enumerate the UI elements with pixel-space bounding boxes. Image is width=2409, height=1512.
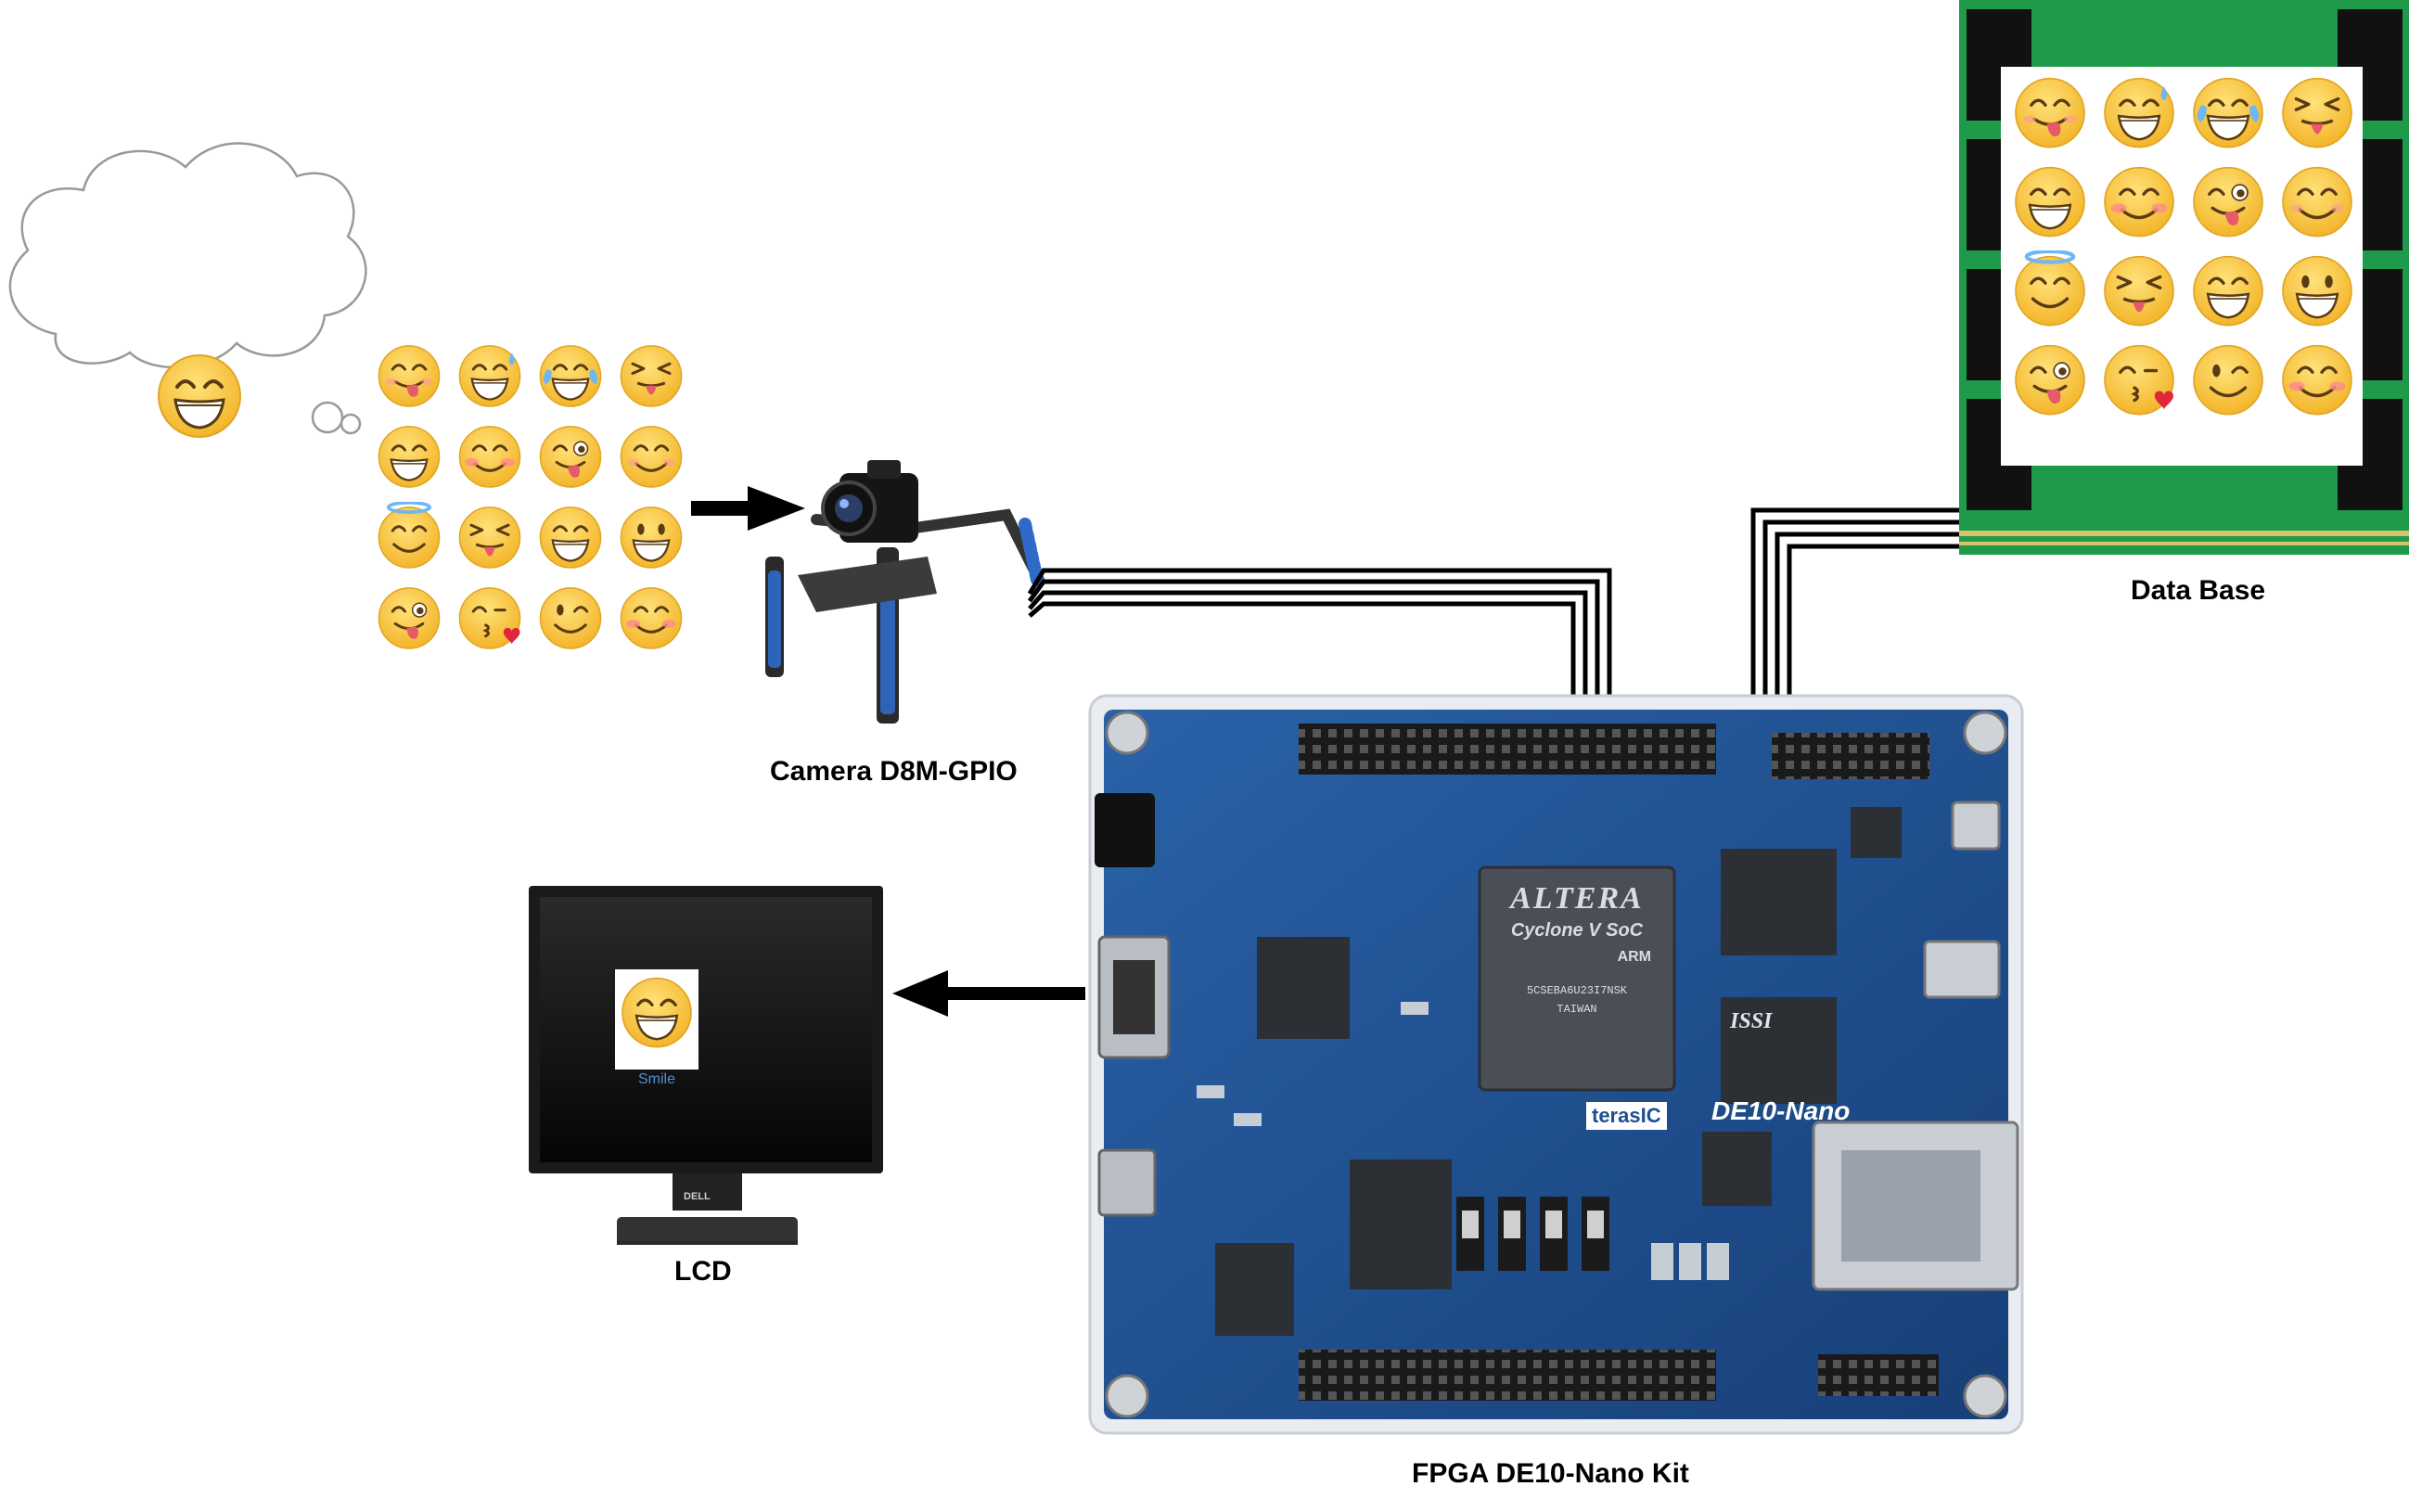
chip-part: 5CSEBA6U23I7NSK bbox=[1526, 984, 1628, 997]
wink-emoji-icon bbox=[2184, 334, 2273, 423]
kiss-heart-emoji-icon bbox=[449, 576, 530, 657]
yum-emoji-icon bbox=[2005, 67, 2095, 156]
blush-emoji-icon bbox=[610, 576, 691, 657]
wink-tongue-emoji-icon bbox=[2005, 334, 2095, 423]
joy-emoji-icon bbox=[530, 334, 610, 415]
squint-tongue-emoji-icon bbox=[610, 334, 691, 415]
smiley-emoji-icon bbox=[610, 495, 691, 576]
grin-emoji-icon bbox=[530, 495, 610, 576]
joy-emoji-icon bbox=[2184, 67, 2273, 156]
blush-emoji-icon bbox=[2095, 156, 2184, 245]
fpga-label: FPGA DE10-Nano Kit bbox=[1412, 1458, 1689, 1489]
monitor-brand: DELL bbox=[684, 1191, 711, 1202]
smiley-emoji-icon bbox=[2273, 245, 2362, 334]
hdmi-arrow bbox=[892, 970, 1085, 1017]
board-brand: terasIC bbox=[1586, 1102, 1667, 1130]
chip-arm: ARM bbox=[1617, 949, 1651, 965]
chip-brand: ALTERA bbox=[1510, 881, 1644, 916]
grin-emoji-icon bbox=[2005, 156, 2095, 245]
sweat-smile-emoji-icon bbox=[2095, 67, 2184, 156]
innocent-emoji-icon bbox=[368, 495, 449, 576]
thought-emoji-icon bbox=[153, 348, 246, 445]
wink-tongue-emoji-icon bbox=[530, 415, 610, 495]
sweat-smile-emoji-icon bbox=[449, 334, 530, 415]
camera-rig bbox=[765, 460, 1044, 724]
chip-family: Cyclone V SoC bbox=[1510, 920, 1644, 941]
lcd-emoji-icon bbox=[618, 972, 696, 1055]
smile-emoji-icon bbox=[2273, 156, 2362, 245]
squint-tongue-emoji-icon bbox=[2095, 245, 2184, 334]
ram-brand: ISSI bbox=[1730, 1009, 1773, 1033]
database-emoji-grid bbox=[2005, 67, 2362, 423]
database-label: Data Base bbox=[2131, 575, 2266, 606]
lcd-label: LCD bbox=[674, 1256, 732, 1287]
squint-tongue-emoji-icon bbox=[2273, 67, 2362, 156]
blush-emoji-icon bbox=[449, 415, 530, 495]
grin-emoji-icon bbox=[368, 415, 449, 495]
kiss-heart-emoji-icon bbox=[2095, 334, 2184, 423]
hdmi-label: HDMI bbox=[955, 975, 992, 991]
board-model: DE10-Nano bbox=[1711, 1096, 1851, 1125]
wink-tongue-emoji-icon bbox=[368, 576, 449, 657]
camera-label: Camera D8M-GPIO bbox=[770, 756, 1018, 787]
chip-country: TAIWAN bbox=[1557, 1003, 1597, 1016]
wink-emoji-icon bbox=[530, 576, 610, 657]
fpga-board bbox=[1088, 694, 2024, 1435]
innocent-emoji-icon bbox=[2005, 245, 2095, 334]
grin-emoji-icon bbox=[2184, 245, 2273, 334]
input-arrow bbox=[691, 486, 805, 531]
fpga-chip-labels: ALTERA Cyclone V SoC ARM 5CSEBA6U23I7NSK… bbox=[1484, 881, 1670, 1016]
lcd-monitor bbox=[529, 886, 883, 1245]
squint-tongue-emoji-icon bbox=[449, 495, 530, 576]
input-emoji-grid bbox=[368, 334, 691, 657]
lcd-caption: Smile bbox=[637, 1071, 675, 1087]
smile-emoji-icon bbox=[610, 415, 691, 495]
wink-tongue-emoji-icon bbox=[2184, 156, 2273, 245]
blush-emoji-icon bbox=[2273, 334, 2362, 423]
yum-emoji-icon bbox=[368, 334, 449, 415]
